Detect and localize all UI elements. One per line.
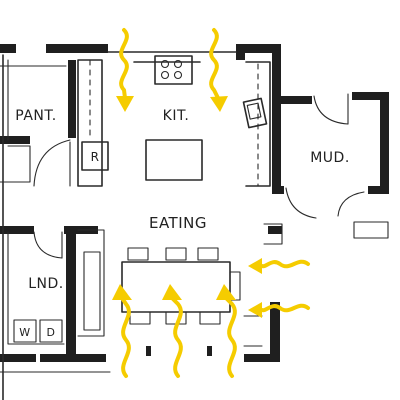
window-mark [146, 346, 151, 356]
arrow-head [248, 258, 262, 274]
chair [199, 311, 221, 325]
arrow-head [248, 302, 262, 318]
mud-bottom-door-arc-left [285, 187, 317, 219]
wall-laundry-right [66, 232, 76, 356]
wall-mud-top-left [272, 96, 312, 104]
wall-east-lower [270, 302, 280, 362]
sketch-lines: R W D [0, 51, 389, 400]
mud-bench [353, 221, 389, 239]
arrow-head [216, 284, 236, 300]
laundry-counter-line [7, 231, 65, 345]
burner-icon [160, 70, 170, 80]
kitchen-left-counter [77, 59, 103, 187]
laundry-label: LND. [28, 276, 64, 292]
wall-pantry-right [68, 60, 76, 138]
laundry-cabinet [77, 229, 105, 337]
wall-bottom-right [244, 354, 280, 362]
arrow-head [210, 96, 228, 112]
mudroom-label: MUD. [310, 150, 350, 166]
chair [127, 247, 149, 261]
wavy-arrow-icon [120, 296, 131, 378]
kitchen-island [145, 139, 203, 181]
wall-bottom-left [0, 354, 36, 362]
wall-top-left [0, 44, 16, 53]
washer-box [13, 319, 37, 343]
chair [165, 247, 187, 261]
sink-box [242, 97, 268, 129]
wall-pantry-bottom [0, 136, 30, 144]
east-nook [263, 223, 283, 245]
eating-label: EATING [149, 214, 207, 232]
wall-mud-left [272, 120, 281, 188]
wall-bottom-laundry [40, 354, 100, 362]
mud-top-door-arc [313, 95, 349, 125]
dryer-label: D [47, 326, 56, 339]
wall-kit-nub [236, 44, 245, 60]
washer-label: W [19, 326, 30, 339]
dryer-box [39, 319, 63, 343]
wall-mud-bottom-left [272, 186, 284, 194]
walls [0, 44, 389, 362]
wavy-arrow-icon [170, 296, 183, 378]
refrigerator-box [81, 141, 109, 171]
sink-basin [246, 102, 262, 120]
wall-top-pantry [46, 44, 108, 53]
refrigerator-label: R [91, 150, 100, 164]
wall-laundry-top [0, 226, 34, 234]
wavy-arrow-icon [260, 303, 310, 313]
mud-bottom-door-arc-right [337, 191, 365, 217]
wavy-arrow-icon [260, 259, 310, 269]
wall-mud-top-right [352, 92, 388, 100]
arrow-head [112, 284, 132, 300]
arrow-head [162, 284, 182, 300]
wavy-arrow-icon [209, 28, 220, 100]
kitchen-label: KIT. [163, 108, 190, 124]
burner-icon [160, 59, 170, 69]
laundry-door-arc [33, 231, 63, 259]
window-mark [207, 346, 212, 356]
chair [129, 311, 151, 325]
wall-bottom-mid [88, 354, 106, 362]
room-labels: PANT. KIT. MUD. EATING LND. [15, 108, 350, 292]
wall-mud-right [380, 92, 389, 192]
arrow-head [116, 96, 134, 112]
pantry-shelf-box [0, 145, 31, 183]
pantry-door-arc [33, 139, 71, 187]
burner-icon [173, 59, 183, 69]
laundry-cabinet-inner [83, 251, 101, 331]
wall-top-right [236, 44, 280, 53]
flow-arrows [112, 28, 310, 378]
wall-kitchen-right [272, 44, 281, 140]
wavy-arrow-icon [224, 296, 237, 378]
chair [197, 247, 219, 261]
wall-east-mid [268, 226, 282, 234]
pantry-label: PANT. [15, 108, 56, 124]
wavy-arrow-icon [119, 28, 129, 100]
range-box [154, 55, 193, 85]
wall-mud-bottom-right [368, 186, 389, 194]
burner-icon [173, 70, 183, 80]
